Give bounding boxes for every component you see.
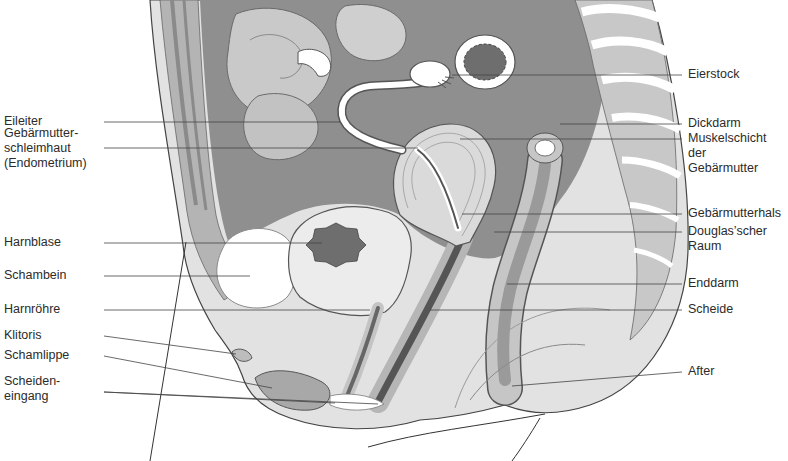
- uterus-layer: [412, 142, 475, 228]
- bladder-lumen: [306, 223, 366, 267]
- part-label: Enddarm: [688, 276, 784, 291]
- thigh-line: [512, 418, 540, 461]
- leader-line: [462, 214, 682, 215]
- colon-section: [455, 35, 515, 89]
- uterus: [393, 124, 495, 246]
- rectum: [503, 160, 545, 388]
- fimbriae: [438, 77, 454, 88]
- leader-line: [560, 124, 682, 125]
- sacrum: [634, 250, 672, 266]
- buttock-fold: [470, 344, 585, 400]
- part-label: Schambein: [4, 268, 94, 283]
- labia: [255, 371, 330, 410]
- part-label: After: [688, 364, 784, 379]
- small-intestine: [336, 4, 406, 60]
- part-label: Harnröhre: [4, 302, 94, 317]
- sacrum: [622, 160, 680, 176]
- rectum-wall: [503, 160, 545, 388]
- part-label: Gebärmutter- schleimhaut (Endometrium): [4, 126, 94, 171]
- part-label: Gebärmutterhals: [688, 206, 784, 221]
- bladder: [289, 207, 412, 316]
- body-outline: [150, 0, 688, 429]
- uterine-cavity: [418, 150, 458, 228]
- leader-line: [104, 356, 272, 388]
- part-label: Harnblase: [4, 235, 94, 250]
- leader-line: [104, 276, 250, 277]
- urethra-wall: [347, 308, 378, 396]
- vertebra: [612, 117, 680, 131]
- thigh-line: [150, 242, 186, 461]
- leader-line: [507, 284, 682, 285]
- vagina: [378, 238, 462, 402]
- rectum-lumen: [503, 165, 545, 380]
- part-label: Douglas’scher Raum: [688, 224, 784, 254]
- pubic-bone: [217, 228, 297, 308]
- intestine-fold: [250, 35, 302, 79]
- endometrium: [418, 150, 458, 228]
- leader-line: [512, 372, 682, 386]
- ovary: [410, 61, 450, 87]
- part-label: Klitoris: [4, 328, 94, 343]
- part-label: Scheide: [688, 302, 784, 317]
- vertebra: [592, 41, 668, 52]
- part-label: Eierstock: [688, 67, 784, 82]
- leader-line: [104, 148, 418, 149]
- buttock-fold: [455, 308, 610, 408]
- small-intestine: [244, 94, 318, 160]
- vagina-wall: [378, 238, 462, 402]
- part-label: Schamlippe: [4, 348, 94, 363]
- leader-line: [460, 139, 682, 140]
- leader-line: [104, 243, 322, 244]
- leader-line: [494, 232, 682, 233]
- fallopian-tube: [342, 80, 435, 150]
- leader-line: [104, 336, 236, 354]
- sigmoid-section: [527, 133, 563, 163]
- sacrum: [630, 205, 678, 220]
- part-label: Scheiden- eingang: [4, 374, 94, 404]
- leader-lines: [104, 75, 682, 404]
- vertebra: [582, 9, 660, 18]
- intestine-tube: [298, 49, 331, 76]
- leader-line: [104, 310, 370, 311]
- part-label: Dickdarm: [688, 116, 784, 131]
- sigmoid-lumen: [535, 140, 555, 156]
- urethra: [347, 308, 378, 396]
- leader-line: [104, 392, 378, 404]
- vertebra: [602, 77, 675, 90]
- leader-line: [430, 310, 682, 311]
- leader-line: [452, 75, 682, 76]
- fallopian-tube-outline: [342, 80, 435, 150]
- leader-line: [104, 122, 340, 123]
- thigh-line: [368, 414, 545, 447]
- clitoris: [232, 349, 252, 361]
- part-label: Muskelschicht der Gebärmutter: [688, 131, 776, 176]
- uterus-layer: [403, 133, 485, 236]
